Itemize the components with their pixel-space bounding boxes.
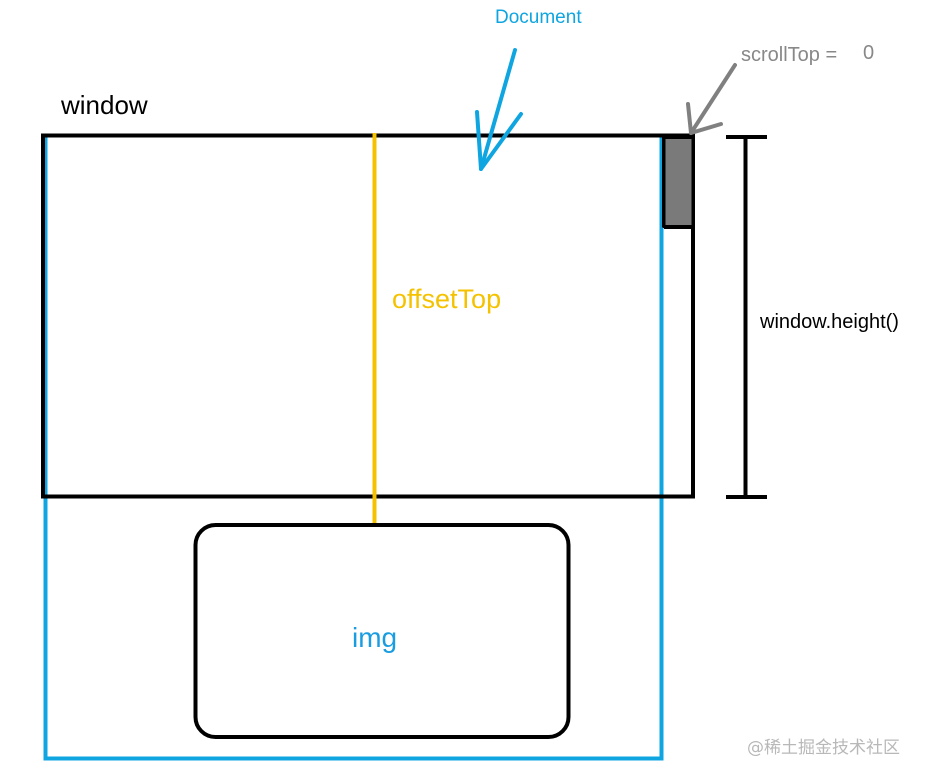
window-outline xyxy=(41,133,695,499)
img-label: img xyxy=(352,622,398,653)
scroll-top-label: scrollTop = xyxy=(741,44,838,66)
document-arrow xyxy=(475,48,523,171)
img-box xyxy=(193,523,571,739)
scroll-top-value: 0 xyxy=(863,42,875,64)
window-height-label: window.height() xyxy=(760,311,899,333)
document-label: Document xyxy=(495,7,582,28)
scroll-top-arrow xyxy=(686,63,737,135)
offset-top-label: offsetTop xyxy=(392,284,502,314)
scrollbar-thumb xyxy=(662,136,695,228)
window-height-marker xyxy=(726,135,767,499)
watermark: @稀土掘金技术社区 xyxy=(747,738,900,758)
window-label: window xyxy=(61,90,148,120)
